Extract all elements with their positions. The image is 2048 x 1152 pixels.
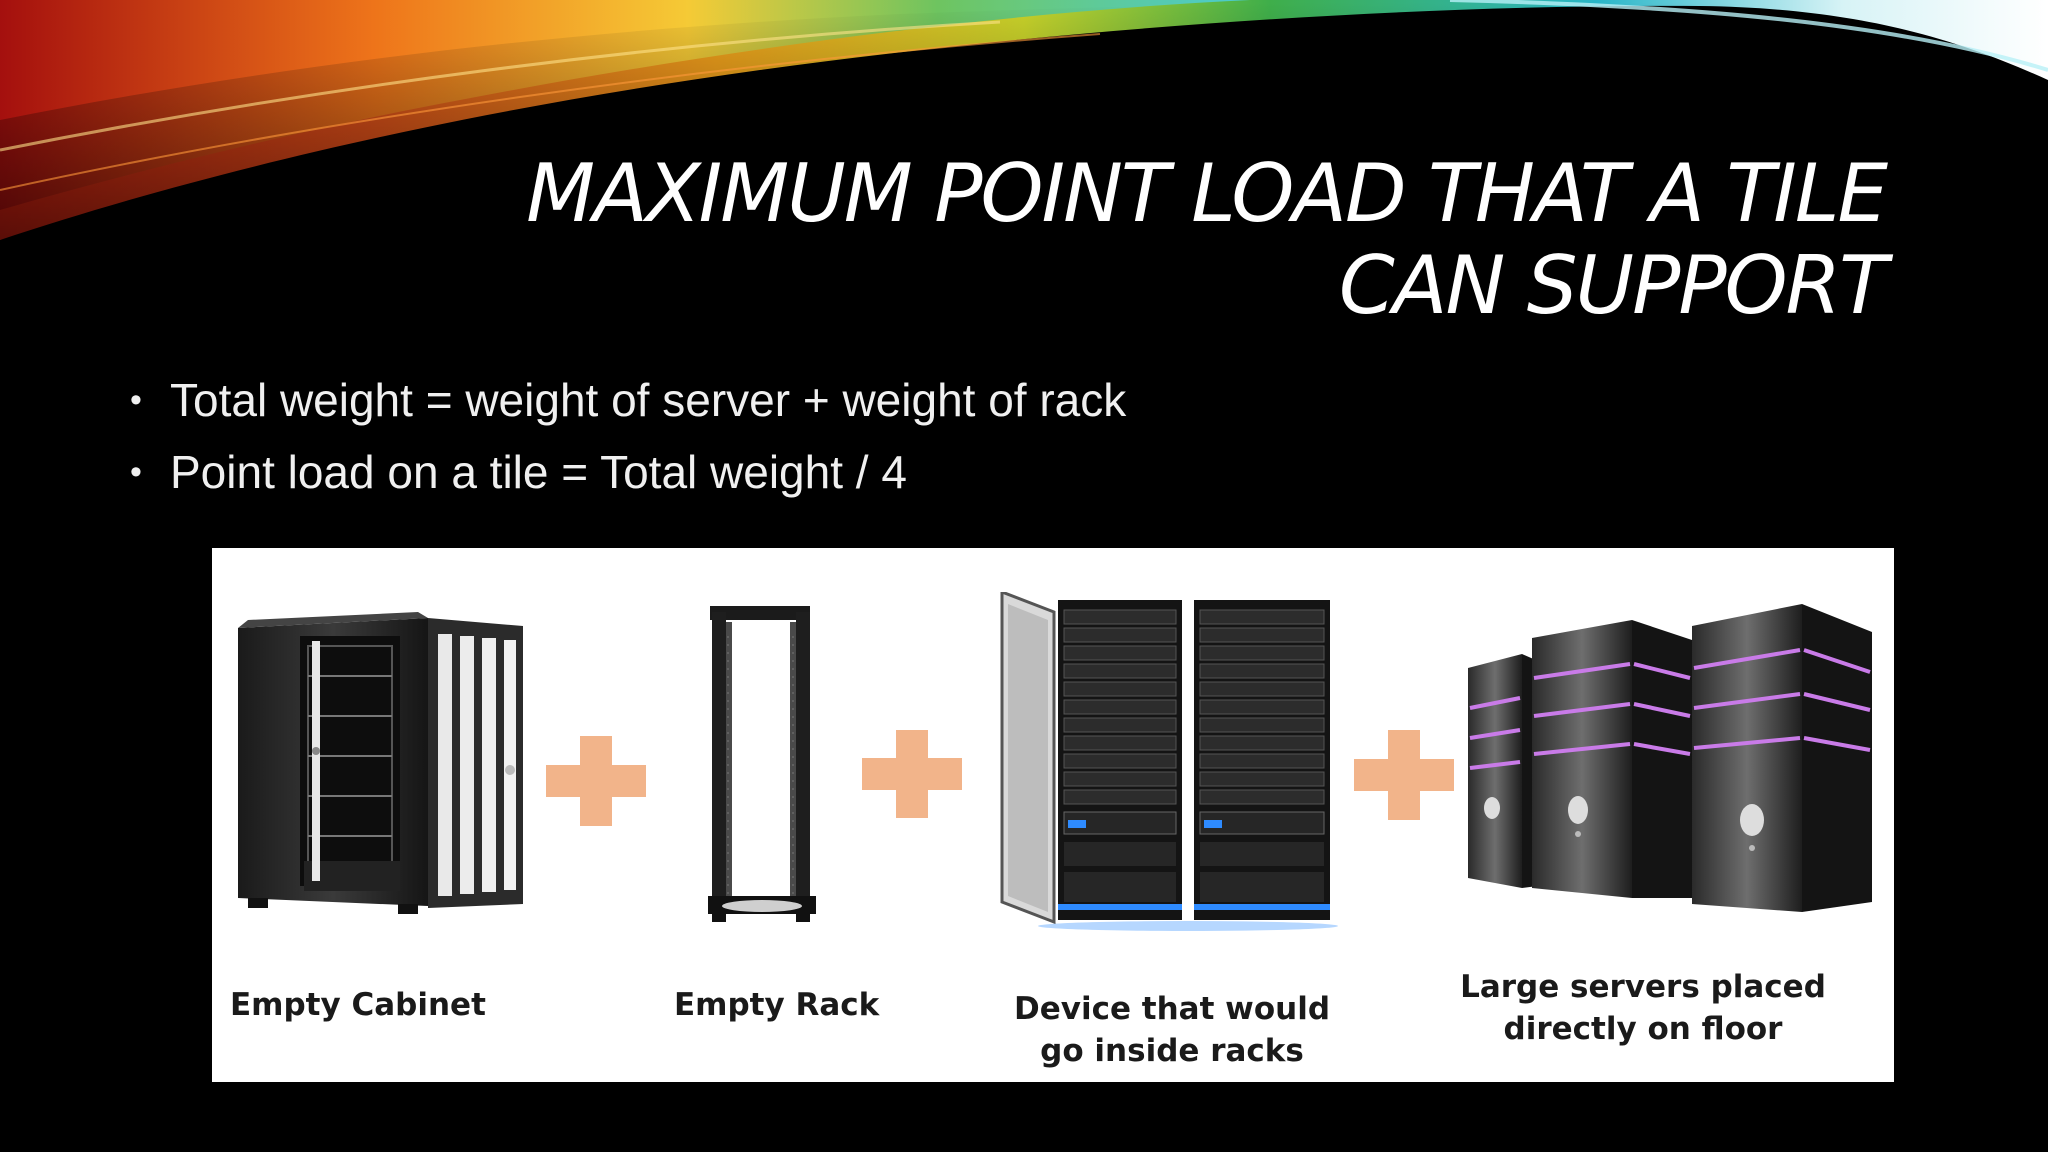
- rainbow-swoosh-decoration: [0, 0, 2048, 240]
- cabinet-image: [238, 612, 523, 914]
- caption-empty-rack: Empty Rack: [674, 987, 880, 1023]
- caption-device-line-2: go inside racks: [1040, 1033, 1304, 1069]
- title-line-2: CAN SUPPORT: [1338, 239, 1888, 332]
- rack-image: [708, 606, 816, 922]
- plus-icon: [862, 730, 962, 818]
- bullet-item: Total weight = weight of server + weight…: [130, 364, 1126, 436]
- caption-large-servers: Large servers placed directly on floor: [1448, 966, 1838, 1050]
- caption-servers-line-2: directly on floor: [1503, 1011, 1783, 1047]
- caption-device: Device that would go inside racks: [1002, 988, 1342, 1072]
- tower-servers-image: [1468, 604, 1872, 912]
- bullet-list: Total weight = weight of server + weight…: [130, 364, 1126, 508]
- server-rack-image: [1000, 592, 1338, 931]
- figure-panel: Empty Cabinet Empty Rack Device that wou…: [212, 548, 1894, 1082]
- slide-title: MAXIMUM POINT LOAD THAT A TILE CAN SUPPO…: [286, 147, 1888, 332]
- caption-device-line-1: Device that would: [1013, 991, 1331, 1027]
- plus-icon: [1354, 730, 1454, 820]
- title-line-1: MAXIMUM POINT LOAD THAT A TILE: [526, 147, 1888, 240]
- plus-icon: [546, 736, 646, 826]
- caption-empty-cabinet: Empty Cabinet: [230, 987, 486, 1023]
- bullet-item: Point load on a tile = Total weight / 4: [130, 436, 1126, 508]
- caption-servers-line-1: Large servers placed: [1460, 969, 1826, 1005]
